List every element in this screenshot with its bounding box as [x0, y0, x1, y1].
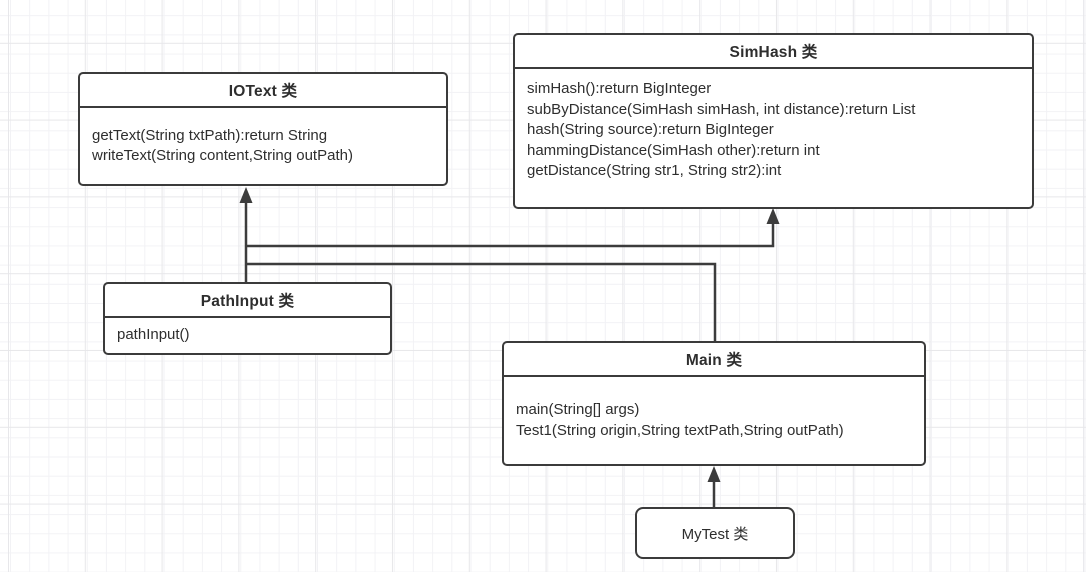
method-label: pathInput() [117, 326, 190, 344]
class-title: MyTest 类 [681, 525, 749, 543]
method-label: hammingDistance(SimHash other):return in… [527, 141, 820, 159]
class-node-iotext[interactable]: IOText 类 getText(String txtPath):return … [78, 72, 448, 186]
method-label: getDistance(String str1, String str2):in… [527, 162, 782, 179]
connector-line [246, 222, 775, 248]
method-label: hash(String source):return BigInteger [527, 121, 774, 138]
class-title-bar: SimHash 类 [515, 35, 1032, 69]
class-methods: getText(String txtPath):return String wr… [80, 108, 446, 184]
class-node-main[interactable]: Main 类 main(String[] args) Test1(String … [502, 341, 926, 466]
class-node-pathinput[interactable]: PathInput 类 pathInput() [103, 282, 392, 355]
connector-rail-to-simhash[interactable] [246, 208, 780, 248]
arrowhead-up-icon [707, 466, 721, 482]
arrowhead-up-icon [766, 208, 780, 224]
method-label: main(String[] args) [516, 401, 640, 418]
arrowhead-up-icon [239, 187, 253, 203]
class-title-bar: Main 类 [504, 343, 924, 377]
method-label: subByDistance(SimHash simHash, int dista… [527, 100, 916, 118]
class-title: IOText 类 [228, 83, 298, 100]
class-title: Main 类 [685, 352, 743, 369]
class-node-mytest[interactable]: MyTest 类 [635, 507, 795, 559]
connector-main-to-rail[interactable] [246, 262, 717, 341]
method-label: getText(String txtPath):return String [92, 126, 328, 144]
connector-line [246, 262, 717, 341]
method-label: simHash():return BigInteger [527, 80, 712, 97]
class-title-bar: IOText 类 [80, 74, 446, 108]
class-node-simhash[interactable]: SimHash 类 simHash():return BigInteger su… [513, 33, 1034, 209]
class-methods: pathInput() [105, 318, 390, 353]
method-label: writeText(String content,String outPath) [92, 147, 353, 164]
class-title: SimHash 类 [729, 44, 818, 61]
class-methods: main(String[] args) Test1(String origin,… [504, 377, 924, 464]
class-methods: simHash():return BigInteger subByDistanc… [515, 69, 1032, 207]
connector-pathinput-to-iotext[interactable] [239, 187, 253, 282]
method-label: Test1(String origin,String textPath,Stri… [516, 421, 844, 439]
connector-mytest-to-main[interactable] [707, 466, 721, 507]
class-title-bar: PathInput 类 [105, 284, 390, 318]
class-title: PathInput 类 [200, 293, 295, 310]
